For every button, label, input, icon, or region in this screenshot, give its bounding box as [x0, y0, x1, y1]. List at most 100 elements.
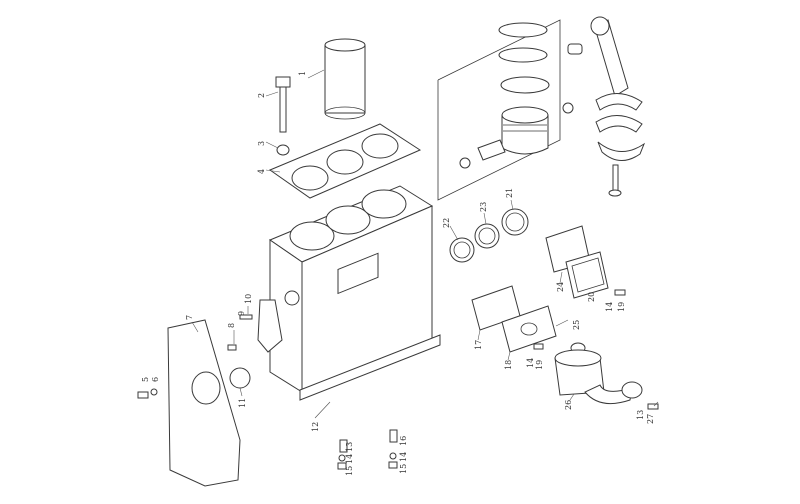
callout-1: 1: [298, 71, 307, 76]
dowel-pin: [227, 344, 237, 351]
callout-18: 18: [504, 360, 513, 370]
callout-9: 9: [237, 311, 246, 316]
callout-15-left: 15: [345, 466, 354, 476]
bushing-22: [449, 237, 475, 263]
filter-top: [554, 349, 602, 367]
filter-outlet-flange: [621, 381, 643, 399]
leader-23: [483, 212, 487, 225]
cylinder-liner-bottom: [324, 106, 366, 120]
bushing-21-inner: [505, 212, 525, 232]
cylinder-liner-top: [324, 38, 366, 52]
block-front-boss: [257, 299, 283, 353]
callout-14-left: 14: [345, 454, 354, 464]
callout-13-right: 13: [636, 410, 645, 420]
filter-bolt: [647, 403, 659, 410]
bushing-23: [474, 223, 500, 249]
callout-6: 6: [151, 377, 160, 382]
callout-7: 7: [185, 315, 194, 320]
stud-bolt: [239, 314, 253, 320]
cover-plate-18-port: [520, 322, 538, 336]
callout-2: 2: [257, 93, 266, 98]
callout-labels: 1 2 3 4 5 6 7 8 9 10 11 12 13 14 15 16 1…: [141, 71, 655, 476]
callout-15-right: 15: [399, 464, 408, 474]
leader-18: [507, 351, 511, 361]
leader-11: [239, 387, 243, 397]
liner-and-head-bolt-group: [275, 38, 366, 156]
drain-plugs-group: [337, 429, 398, 470]
front-plate-bolt: [137, 391, 149, 399]
piston-pin-clip-left: [459, 157, 471, 169]
callout-21: 21: [505, 188, 514, 198]
leader-12: [314, 401, 331, 419]
callout-8: 8: [227, 323, 236, 328]
leader-27: [653, 401, 659, 407]
callout-26: 26: [564, 400, 573, 410]
cover-plate-18: [501, 305, 557, 353]
block-bore-2: [325, 205, 371, 235]
callout-14-right-cover: 14: [605, 302, 614, 312]
gasket-bore-3: [361, 133, 399, 159]
callout-4: 4: [257, 169, 266, 174]
plug-16-bottom: [389, 429, 398, 443]
piston-pin-clip-right: [562, 102, 574, 114]
leader-4: [265, 169, 281, 173]
oil-filter-group: [554, 342, 659, 410]
block-front-hole: [284, 290, 300, 306]
plug-14-washer-right: [389, 452, 397, 460]
callout-23: 23: [479, 202, 488, 212]
callout-12: 12: [311, 422, 320, 432]
piston-ring-1: [498, 22, 548, 38]
piston-pin: [477, 139, 506, 161]
callout-19-mid: 19: [535, 360, 544, 370]
side-covers-group: [471, 225, 626, 353]
callout-14-mid: 14: [526, 358, 535, 368]
piston-assembly-group: [437, 16, 646, 201]
small-end-bush: [567, 43, 583, 55]
rod-bearing-lower: [595, 115, 643, 133]
leader-26: [569, 393, 575, 401]
gasket-bore-2: [326, 149, 364, 175]
leader-24: [559, 271, 563, 284]
bushing-22-inner: [453, 241, 471, 259]
head-gasket-group: [268, 123, 422, 199]
callout-20: 20: [587, 292, 596, 302]
head-bolt-shank: [279, 85, 287, 133]
piston-ring-3: [500, 76, 550, 94]
leader-21: [510, 199, 514, 211]
rod-bolt-head: [608, 189, 622, 197]
head-bolt-washer: [276, 144, 290, 156]
callout-10: 10: [244, 294, 253, 304]
piston-assembly-frame: [437, 19, 561, 201]
callout-11: 11: [238, 398, 247, 408]
piston-ring-2: [498, 47, 548, 63]
front-plate-group: [137, 314, 253, 487]
plug-14-washer-left: [338, 454, 346, 462]
callout-3: 3: [257, 141, 266, 146]
plug-15-right: [388, 461, 398, 469]
callout-24: 24: [556, 282, 565, 292]
front-plate-washer: [150, 388, 158, 396]
block-side-port: [337, 252, 379, 295]
plug-13-bottom: [339, 439, 348, 453]
oil-pan-gasket: [299, 334, 441, 401]
bushing-23-inner: [478, 227, 496, 245]
callout-5: 5: [141, 377, 150, 382]
front-plate-hole: [191, 371, 221, 405]
rod-bearing-upper: [595, 93, 643, 111]
callout-14-right: 14: [399, 452, 408, 462]
block-bore-3: [361, 189, 407, 219]
bolt-14-right: [614, 289, 626, 296]
leader-25: [555, 319, 569, 327]
callout-22: 22: [442, 218, 451, 228]
piston-crown: [501, 106, 549, 124]
callout-25: 25: [572, 320, 581, 330]
plug-15-left: [337, 462, 347, 470]
callout-27: 27: [646, 414, 655, 424]
connecting-rod-small-end: [590, 16, 610, 36]
callout-13: 13: [345, 442, 354, 452]
leader-lines: [191, 69, 659, 419]
head-bolt-head: [275, 76, 291, 88]
rod-bolt: [612, 164, 619, 194]
